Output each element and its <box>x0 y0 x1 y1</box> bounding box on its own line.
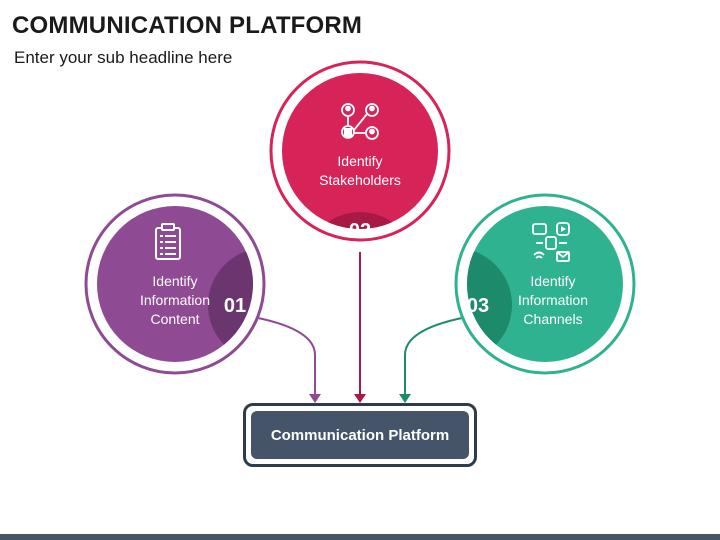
footer-bar <box>0 534 720 540</box>
connector-01 <box>257 317 316 396</box>
communication-platform-label: Communication Platform <box>251 411 469 459</box>
stakeholders-network-icon <box>341 103 379 140</box>
node-03 <box>454 193 636 375</box>
node-02-label-line: Identify <box>337 153 383 169</box>
node-01 <box>84 193 266 375</box>
node-01-label-line: Content <box>150 311 200 327</box>
connector-02-arrow <box>354 394 366 403</box>
page-subtitle: Enter your sub headline here <box>14 48 233 67</box>
node-03-number: 03 <box>466 295 490 317</box>
node-01-label: Identify Information Content <box>117 272 233 329</box>
node-02-number: 02 <box>348 220 372 242</box>
connector-03 <box>404 317 463 396</box>
connector-01-arrow <box>309 394 321 403</box>
communication-platform-box: Communication Platform <box>243 403 477 467</box>
node-02-label: Identify Stakeholders <box>300 152 420 190</box>
connector-03-arrow <box>399 394 411 403</box>
node-02-label-line: Stakeholders <box>319 172 401 188</box>
node-01-label-line: Identify <box>152 273 198 289</box>
node-01-label-line: Information <box>139 292 211 308</box>
node-03-label-line: Channels <box>523 311 583 327</box>
node-03-label-line: Information <box>517 292 589 308</box>
node-03-label: Identify Information Channels <box>494 272 612 329</box>
node-02 <box>269 60 451 242</box>
node-01-number: 01 <box>223 295 247 317</box>
channels-apps-icon <box>532 222 570 262</box>
page-title: COMMUNICATION PLATFORM <box>12 12 363 39</box>
clipboard-list-icon <box>155 223 181 260</box>
node-03-label-line: Identify <box>530 273 576 289</box>
